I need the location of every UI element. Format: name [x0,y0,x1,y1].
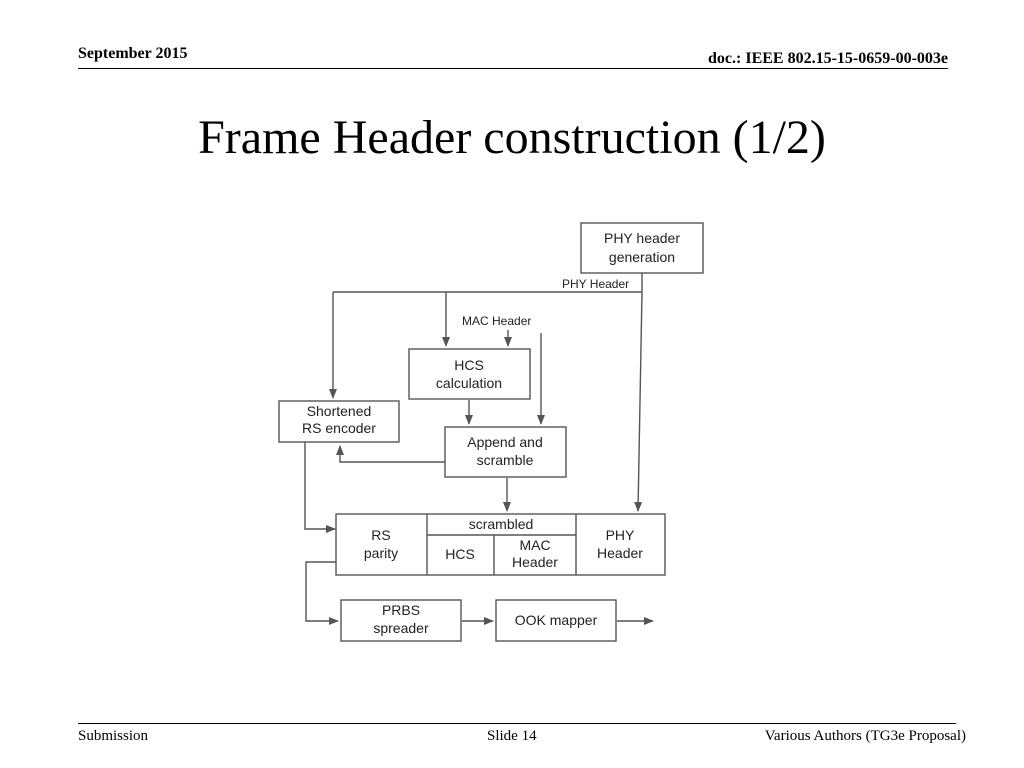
mac-header-cell-line1: MAC [519,537,550,553]
slide-date: September 2015 [78,45,188,62]
ook-mapper-label: OOK mapper [515,612,598,628]
append-scramble-box [444,426,567,478]
slide-number: Slide 14 [487,728,537,744]
phy-header-label: PHY Header [562,277,629,291]
slide-title: Frame Header construction (1/2) [198,111,826,164]
header-rule [78,68,948,69]
prbs-spreader-box [340,599,462,642]
phy-gen-line2: generation [609,249,675,265]
document-id: doc.: IEEE 802.15-15-0659-00-003e [708,50,948,67]
arrow-append-to-rs-encoder [336,445,445,463]
frame-outline [335,513,666,576]
rs-encoder-line1: Shortened [307,403,372,419]
connectors [304,273,654,625]
mac-header-cell-line2: Header [512,554,558,570]
arrow-to-phy-header-cell [634,291,643,512]
mac-header-label: MAC Header [462,314,531,328]
ook-mapper-box [495,599,617,642]
phy-header-cell-line2: Header [597,545,643,561]
rs-parity-line2: parity [364,545,398,561]
hcs-calculation-box [408,348,531,400]
hcs-cell-label: HCS [445,546,475,562]
phy-gen-line1: PHY header [604,230,680,246]
footer-rule [78,723,956,724]
append-line2: scramble [477,452,534,468]
arrow-rs-encoder-to-parity [304,442,336,533]
hcs-calc-line1: HCS [454,357,484,373]
footer-submission: Submission [78,728,149,744]
rs-parity-line1: RS [371,527,390,543]
prbs-line2: spreader [373,620,429,636]
rs-encoder-line2: RS encoder [302,420,376,436]
rs-encoder-box [278,400,400,443]
append-line1: Append and [467,434,543,450]
prbs-line1: PRBS [382,602,420,618]
hcs-calc-line2: calculation [436,375,502,391]
phy-header-cell-line1: PHY [606,527,635,543]
frame-structure [335,513,666,576]
footer-authors: Various Authors (TG3e Proposal) [764,728,966,744]
arrow-frame-to-prbs [305,561,339,625]
scrambled-label: scrambled [469,516,534,532]
phy-header-generation-box [580,222,704,274]
